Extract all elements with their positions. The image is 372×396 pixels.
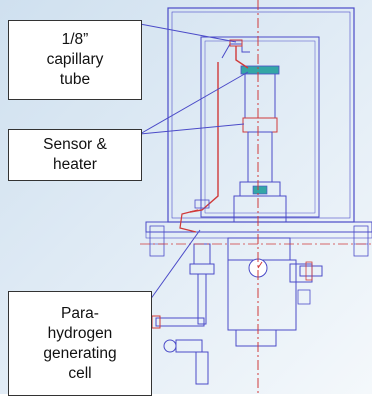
inner-shield [200, 36, 320, 218]
para-hydrogen-cell [193, 243, 211, 265]
leader-sensor-1 [139, 71, 249, 135]
capillary-tube-label: 1/8” capillary tube [8, 20, 142, 100]
leader-para [149, 229, 201, 301]
leader-sensor-2 [139, 123, 245, 135]
leader-capillary [139, 23, 237, 43]
capillary-tube [189, 46, 249, 213]
para-hydrogen-cell-label: Para- hydrogen generating cell [8, 291, 152, 396]
sample-cell [244, 71, 276, 119]
sensor-heater-label: Sensor & heater [8, 129, 142, 181]
